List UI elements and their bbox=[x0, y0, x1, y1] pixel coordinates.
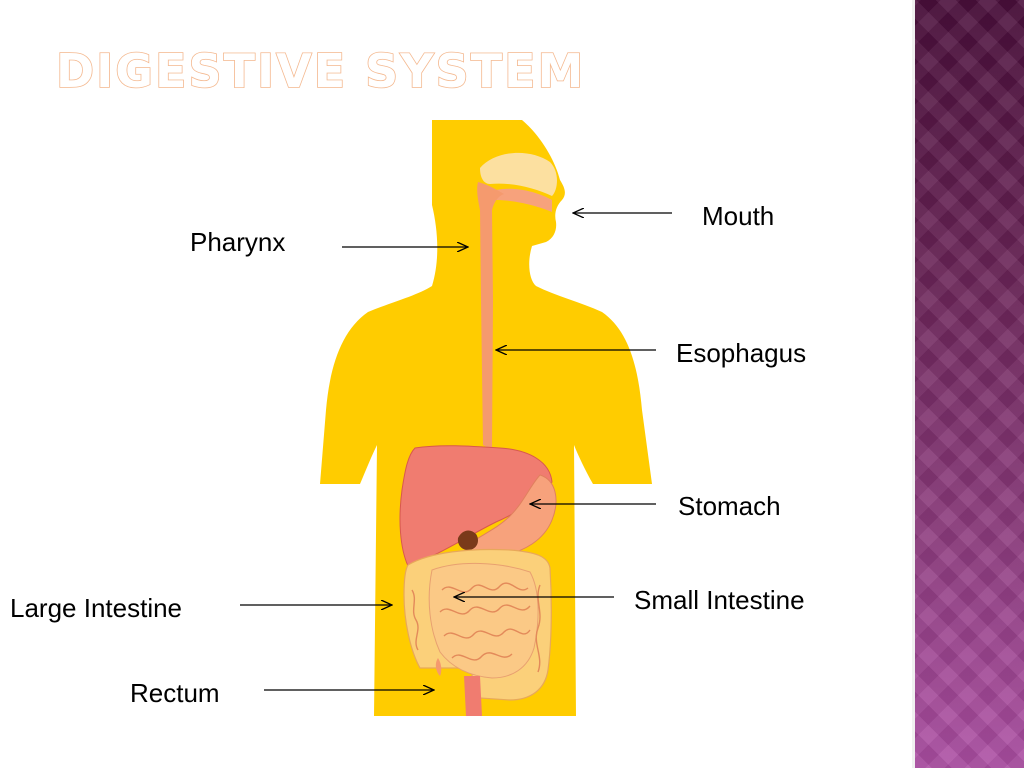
mouth-opening bbox=[496, 188, 552, 212]
side-band-divider bbox=[912, 0, 915, 768]
nasal-oral-cavity bbox=[480, 152, 557, 196]
label-esophagus: Esophagus bbox=[676, 338, 806, 368]
esophagus-tube bbox=[477, 182, 504, 450]
label-large-intestine: Large Intestine bbox=[10, 593, 182, 623]
label-stomach: Stomach bbox=[678, 491, 781, 521]
label-small-intestine: Small Intestine bbox=[634, 585, 805, 615]
label-rectum: Rectum bbox=[130, 678, 220, 708]
label-mouth: Mouth bbox=[702, 201, 774, 231]
liver bbox=[399, 445, 553, 567]
slide-title: Digestive System bbox=[55, 43, 586, 99]
digestive-diagram: Mouth Pharynx Esophagus Stomach Small In… bbox=[10, 120, 806, 716]
appendix bbox=[435, 658, 442, 676]
decorative-side-band bbox=[912, 0, 1024, 768]
gallbladder bbox=[457, 530, 478, 551]
label-pharynx: Pharynx bbox=[190, 227, 285, 257]
rectum bbox=[464, 676, 482, 716]
